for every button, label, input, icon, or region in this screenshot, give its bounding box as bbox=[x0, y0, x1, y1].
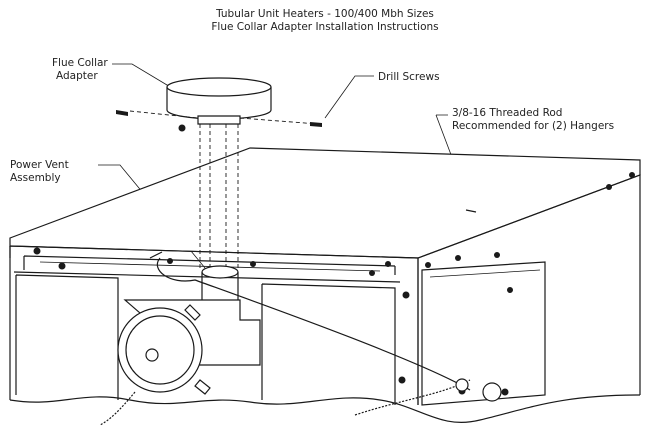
bolt-heads bbox=[33, 172, 635, 396]
flue-pipe bbox=[199, 124, 239, 300]
label-flue-collar-line-1: Flue Collar bbox=[52, 57, 108, 69]
hoses bbox=[99, 251, 502, 426]
label-flue-collar-line-2: Adapter bbox=[56, 70, 98, 82]
label-threaded-rod-line-1: 3/8-16 Threaded Rod bbox=[452, 107, 563, 119]
flue-collar-adapter bbox=[129, 77, 319, 125]
cabinet-front bbox=[9, 174, 641, 423]
label-drill-screws: Drill Screws bbox=[378, 71, 440, 83]
drill-screws-leader bbox=[324, 75, 374, 119]
hanger-hole bbox=[465, 209, 477, 213]
label-power-vent-line-1: Power Vent bbox=[10, 159, 69, 171]
diagram-title-line-1: Tubular Unit Heaters - 100/400 Mbh Sizes bbox=[216, 8, 434, 20]
diagram-title-line-2: Flue Collar Adapter Installation Instruc… bbox=[211, 21, 439, 33]
flue-collar-leader bbox=[112, 63, 173, 89]
label-threaded-rod-line-2: Recommended for (2) Hangers bbox=[452, 120, 615, 132]
label-power-vent-line-2: Assembly bbox=[10, 172, 61, 184]
drill-screw-icons bbox=[116, 110, 322, 132]
cabinet-top bbox=[9, 147, 641, 268]
power-vent-assembly bbox=[117, 299, 261, 395]
